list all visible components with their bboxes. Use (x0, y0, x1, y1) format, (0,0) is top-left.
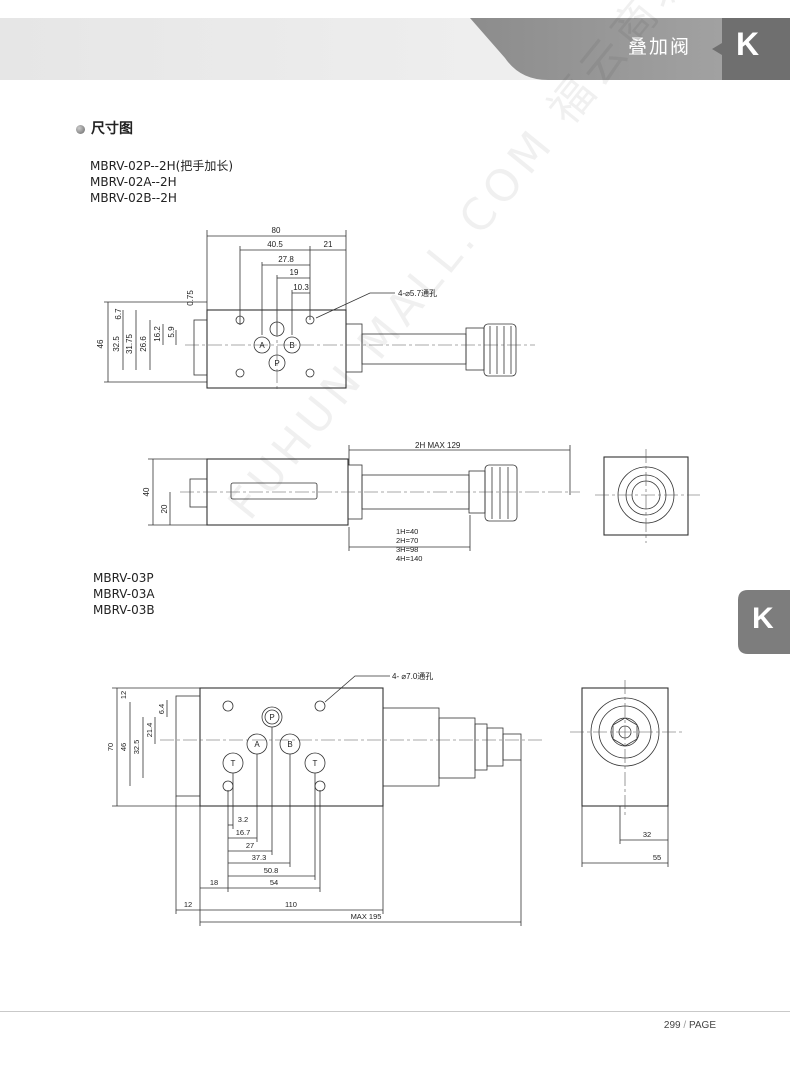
page-number: 299 / PAGE (663, 1020, 716, 1031)
model-name: MBRV-02A--2H (90, 175, 177, 189)
dim-label: 26.6 (139, 336, 148, 352)
side-tab-letter: K (752, 602, 774, 635)
drawing-02-side-view: 2H MAX 129 40 20 1H=40 2H=70 3H=98 4H=14… (142, 441, 700, 563)
dim-label: 16.2 (153, 326, 162, 342)
dim-label: 6.4 (157, 704, 166, 714)
h-table-row: 1H=40 (396, 527, 418, 536)
dim-label: 20 (160, 504, 169, 513)
section-title: 尺寸图 (76, 118, 133, 138)
model-list-03: MBRV-03P MBRV-03A MBRV-03B (93, 570, 155, 618)
side-tab (738, 590, 790, 654)
port-label: A (254, 740, 260, 749)
model-name: MBRV-03B (93, 603, 155, 617)
dim-label: 46 (119, 743, 128, 751)
dim-label: 40.5 (267, 240, 283, 249)
port-label: B (289, 341, 294, 350)
port-label: P (269, 713, 274, 722)
port-label: B (287, 740, 292, 749)
dim-label: 2H MAX 129 (415, 441, 461, 450)
dim-label: 40 (142, 487, 151, 496)
h-table-row: 4H=140 (396, 554, 422, 563)
dim-label: 31.75 (125, 333, 134, 354)
section-title-text: 尺寸图 (91, 121, 133, 137)
page-label: PAGE (688, 1020, 716, 1031)
port-label: T (313, 759, 318, 768)
dim-label: 21 (324, 240, 333, 249)
dim-label: 18 (210, 878, 218, 887)
dim-label: 32 (643, 830, 651, 839)
dim-label: 27.8 (278, 255, 294, 264)
dim-label: 32.5 (132, 740, 141, 755)
drawing-02-top-view: 80 40.5 21 27.8 19 10.3 A B P 4-⌀5.7通孔 0… (96, 226, 535, 390)
hole-note: 4-⌀5.7通孔 (398, 288, 437, 298)
port-label: A (259, 341, 265, 350)
dim-label: 54 (270, 878, 278, 887)
dim-label: 5.9 (167, 326, 176, 338)
header-band (0, 18, 790, 80)
dim-label: 6.7 (114, 308, 123, 320)
h-table-row: 2H=70 (396, 536, 418, 545)
dim-label: 0.75 (186, 290, 195, 306)
dim-label: 110 (285, 900, 297, 909)
model-name: MBRV-02B--2H (90, 191, 177, 205)
dim-label: 80 (272, 226, 281, 235)
dim-label: 19 (290, 268, 299, 277)
page-number-value: 299 (663, 1020, 681, 1031)
dim-label: 55 (653, 853, 661, 862)
model-name: MBRV-02P--2H(把手加长) (90, 159, 234, 173)
model-name: MBRV-03P (93, 571, 154, 585)
dim-label: 21.4 (145, 723, 154, 738)
dim-label: 3.2 (238, 815, 248, 824)
dim-label: 50.8 (264, 866, 279, 875)
hole-note: 4- ⌀7.0通孔 (392, 671, 433, 681)
port-label: T (231, 759, 236, 768)
model-list-02: MBRV-02P--2H(把手加长) MBRV-02A--2H MBRV-02B… (90, 158, 233, 206)
drawing-03-top-view: P A B T T 4- ⌀7.0通孔 70 46 32.5 21.4 6.4 … (106, 671, 685, 926)
dim-label: 12 (119, 691, 128, 699)
dim-label: 32.5 (112, 336, 121, 352)
header-k-letter: K (736, 26, 760, 62)
h-table-row: 3H=98 (396, 545, 418, 554)
port-label: P (274, 359, 279, 368)
model-name: MBRV-03A (93, 587, 155, 601)
footer-divider (0, 1011, 790, 1012)
dim-label: 12 (184, 900, 192, 909)
dim-label: 37.3 (252, 853, 267, 862)
dim-label: 10.3 (293, 283, 309, 292)
dim-label: 16.7 (236, 828, 251, 837)
header-title: 叠加阀 (628, 36, 692, 58)
dim-label: 70 (106, 743, 115, 751)
dim-label: MAX 195 (351, 912, 382, 921)
bullet-icon (76, 124, 85, 134)
dim-label: 27 (246, 841, 254, 850)
dim-label: 46 (96, 339, 105, 348)
